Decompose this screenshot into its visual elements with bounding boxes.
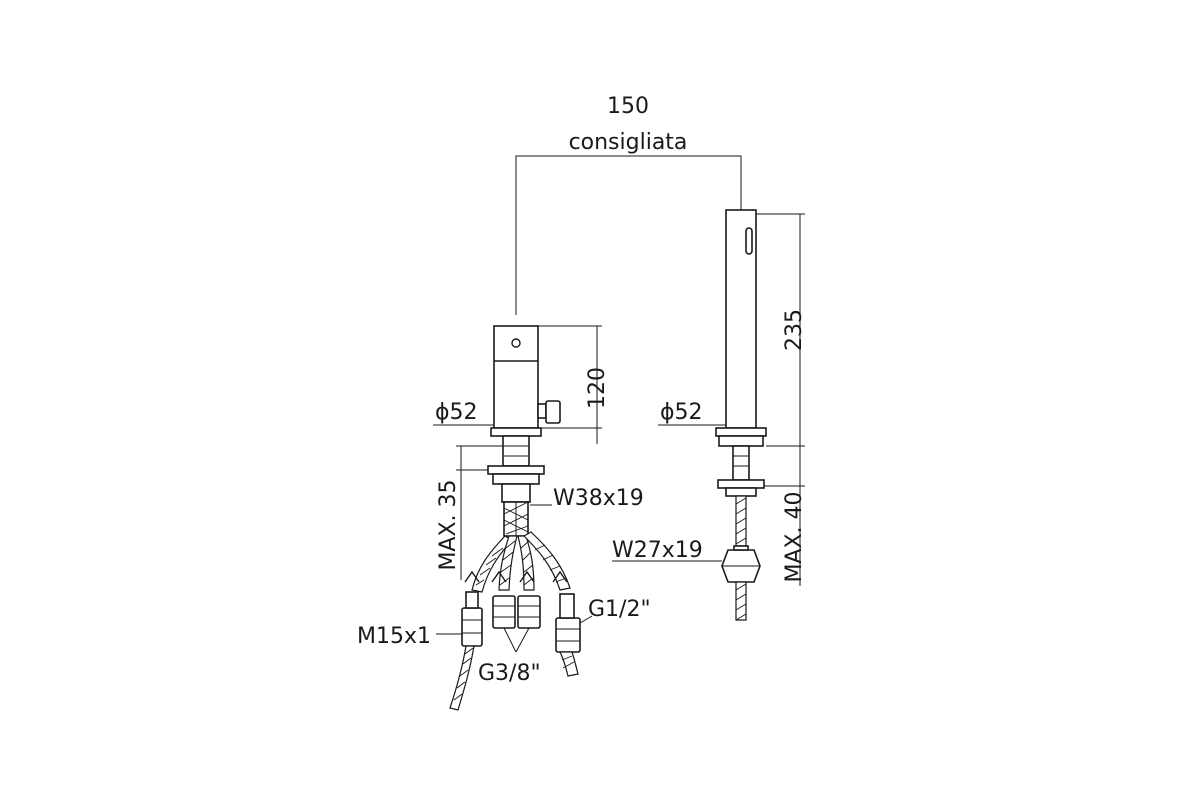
hose-g12-label: G1/2": [588, 597, 651, 622]
shower-deck-max-label: MAX. 40: [782, 491, 807, 582]
mixer-diameter-label: ϕ52: [435, 400, 478, 425]
mixer-nut-label: W38x19: [553, 486, 644, 511]
spacing-dimension: 150 consigliata: [515, 94, 742, 315]
spacing-note: consigliata: [569, 130, 688, 155]
shower-nut-label: W27x19: [612, 538, 703, 563]
mixer-dimensions: 120 ϕ52 MAX. 35 W38x19 M15x1 G3/8" G1/2": [357, 325, 651, 686]
mixer-deck-max-label: MAX. 35: [436, 479, 461, 570]
hose-m-label: M15x1: [357, 624, 431, 649]
shower-dimensions: 235 ϕ52 MAX. 40 W27x19: [612, 213, 807, 586]
mixer-hoses: [449, 531, 581, 711]
shower-diameter-label: ϕ52: [660, 400, 703, 425]
hose-g38-label: G3/8": [478, 661, 541, 686]
shower-body: [715, 209, 767, 621]
shower-height-label: 235: [782, 309, 807, 351]
mixer-body: [487, 325, 561, 537]
mixer-height-label: 120: [585, 367, 610, 409]
spacing-value: 150: [607, 94, 649, 119]
